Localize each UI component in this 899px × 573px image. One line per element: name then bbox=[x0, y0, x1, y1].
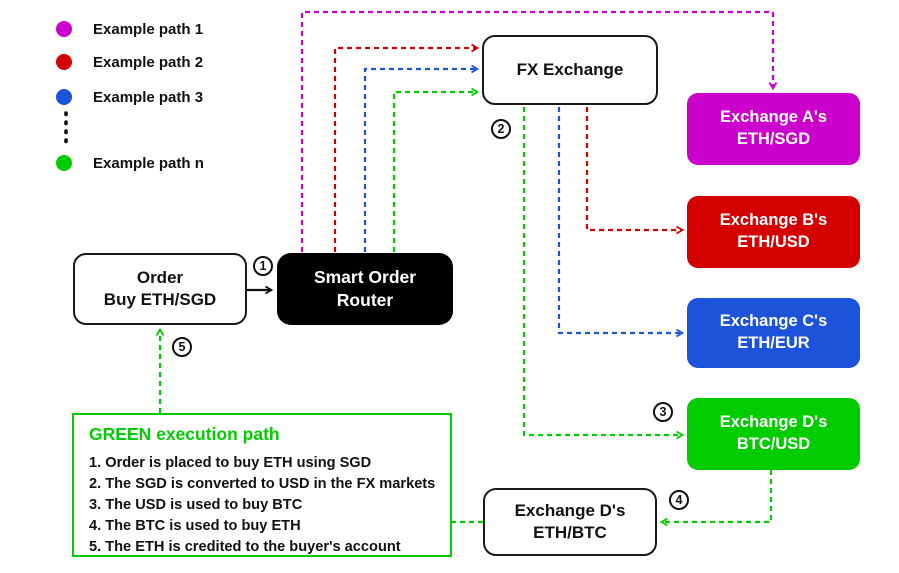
node-exchange-d-ethbtc-line1: Exchange D's bbox=[514, 500, 626, 520]
path-green-router-to-fx bbox=[392, 87, 480, 252]
node-router-line2: Router bbox=[336, 290, 394, 310]
legend-item-path-3: Example path 3 bbox=[56, 87, 203, 107]
node-order-line1: Order bbox=[136, 267, 184, 287]
legend-label: Example path n bbox=[93, 154, 204, 172]
step-marker-5: 5 bbox=[172, 337, 192, 357]
step-marker-4: 4 bbox=[669, 490, 689, 510]
node-order: Order Buy ETH/SGD bbox=[73, 253, 247, 325]
node-exchange-c-line2: ETH/EUR bbox=[737, 334, 810, 352]
node-exchange-b-line1: Exchange B's bbox=[719, 211, 828, 230]
path-magenta-router-to-exchange-a bbox=[300, 10, 778, 252]
path-blue-fx-to-exchange-c bbox=[557, 107, 685, 338]
path-red-router-to-fx bbox=[333, 43, 480, 252]
node-order-line2: Buy ETH/SGD bbox=[103, 290, 217, 309]
node-exchange-a: Exchange A's ETH/SGD bbox=[687, 93, 860, 165]
legend-dot-blue-icon bbox=[56, 89, 72, 105]
legend-dot-green-icon bbox=[56, 155, 72, 171]
green-panel-item-3: 3. The USD is used to buy BTC bbox=[89, 497, 303, 513]
green-execution-path-panel: GREEN execution path 1. Order is placed … bbox=[72, 413, 452, 557]
green-panel-item-2: 2. The SGD is converted to USD in the FX… bbox=[89, 476, 436, 492]
node-exchange-b-line2: ETH/USD bbox=[737, 233, 810, 251]
legend-label: Example path 2 bbox=[93, 53, 204, 71]
node-exchange-d-ethbtc: Exchange D's ETH/BTC bbox=[483, 488, 657, 556]
legend-dot-red-icon bbox=[56, 54, 72, 70]
path-red-fx-to-exchange-b bbox=[585, 107, 685, 235]
node-smart-order-router: Smart Order Router bbox=[277, 253, 453, 325]
node-router-line1: Smart Order bbox=[313, 266, 417, 287]
step-marker-3: 3 bbox=[653, 402, 673, 422]
legend-label: Example path 1 bbox=[93, 20, 204, 38]
green-panel-item-1: 1. Order is placed to buy ETH using SGD bbox=[89, 455, 372, 471]
step-marker-1: 1 bbox=[253, 256, 273, 276]
node-exchange-c-line1: Exchange C's bbox=[719, 312, 828, 331]
node-exchange-a-line2: ETH/SGD bbox=[736, 130, 811, 148]
step-marker-2: 2 bbox=[491, 119, 511, 139]
node-exchange-c: Exchange C's ETH/EUR bbox=[687, 298, 860, 368]
green-panel-item-4: 4. The BTC is used to buy ETH bbox=[89, 518, 301, 534]
path-green-fx-to-exchange-d bbox=[522, 107, 685, 440]
node-exchange-d-ethbtc-line2: ETH/BTC bbox=[533, 523, 607, 542]
legend-dot-magenta-icon bbox=[56, 21, 72, 37]
legend-item-path-1: Example path 1 bbox=[56, 19, 203, 39]
node-fx-label: FX Exchange bbox=[516, 59, 624, 79]
node-exchange-d-line1: Exchange D's bbox=[719, 413, 828, 432]
node-exchange-b: Exchange B's ETH/USD bbox=[687, 196, 860, 268]
legend-label: Example path 3 bbox=[93, 88, 204, 106]
green-panel-item-5: 5. The ETH is credited to the buyer's ac… bbox=[89, 539, 401, 555]
node-exchange-d: Exchange D's BTC/USD bbox=[687, 398, 860, 470]
legend-item-path-n: Example path n bbox=[56, 153, 204, 173]
node-fx-exchange: FX Exchange bbox=[482, 35, 658, 105]
node-exchange-d-line2: BTC/USD bbox=[736, 435, 811, 453]
legend-item-path-2: Example path 2 bbox=[56, 52, 203, 72]
node-exchange-a-line1: Exchange A's bbox=[720, 108, 827, 127]
path-blue-router-to-fx bbox=[363, 64, 480, 252]
green-panel-title: GREEN execution path bbox=[89, 424, 280, 444]
